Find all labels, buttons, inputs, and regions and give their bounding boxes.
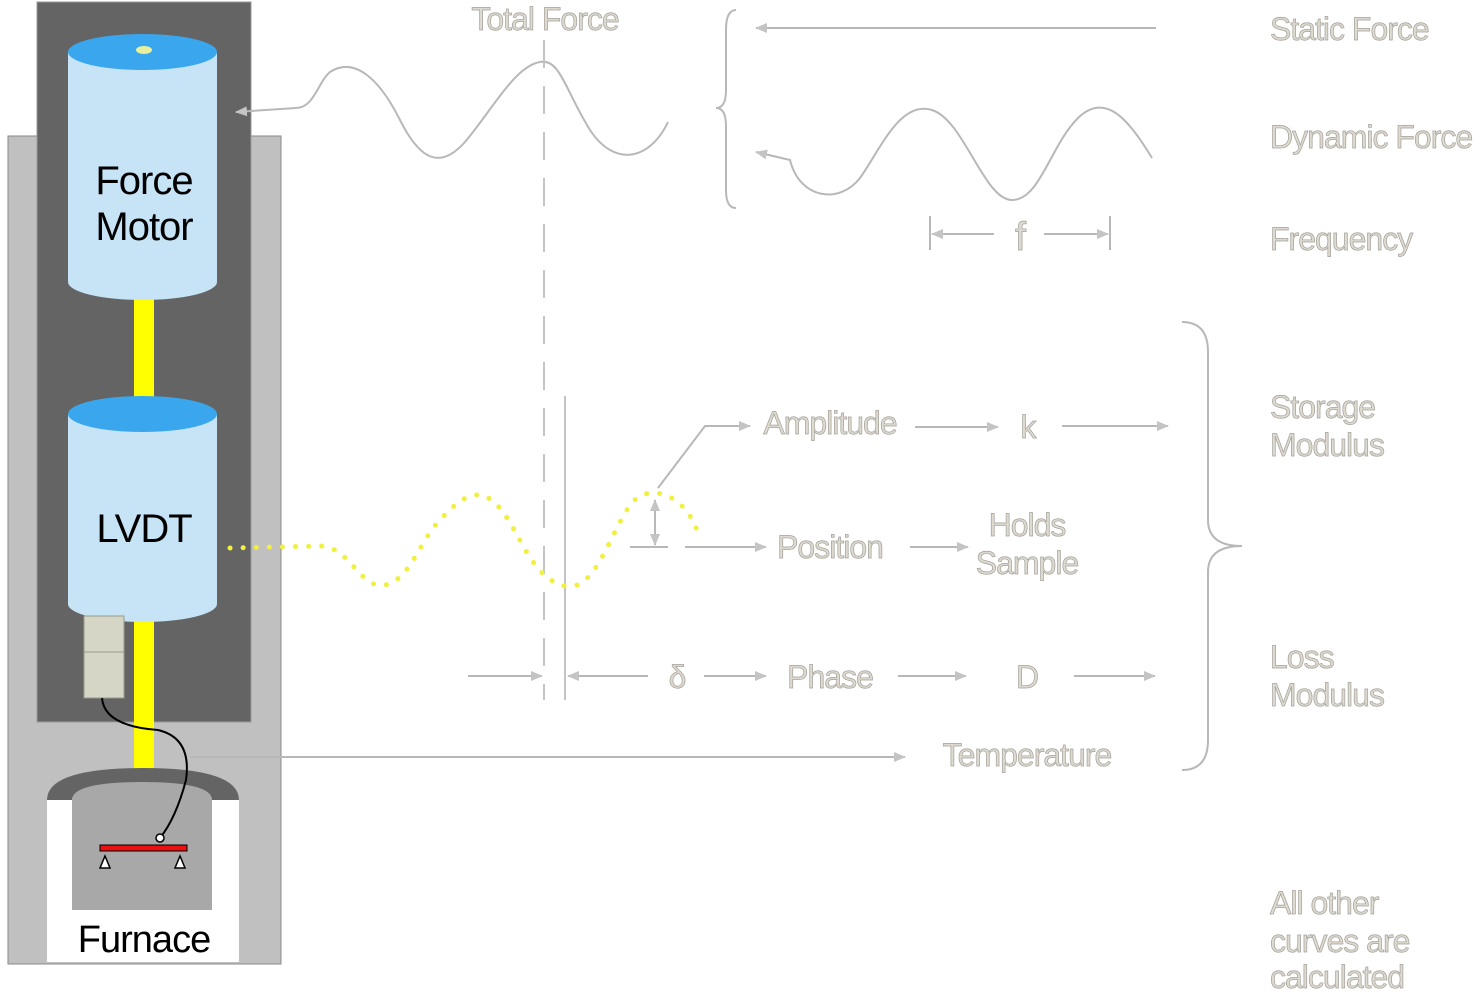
sample-bar: [99, 844, 188, 852]
total-force-wave: [235, 60, 669, 159]
holds-sample-line2: Sample: [976, 545, 1079, 581]
instrument: Force Motor LVDT Furnace: [7, 1, 282, 965]
thermocouple-wire: [101, 697, 188, 839]
thermocouple-tip: [155, 833, 165, 843]
furnace-label: Furnace: [78, 919, 210, 961]
sensor-box-upper: [83, 615, 125, 653]
frequency-symbol: f: [1015, 215, 1027, 259]
note-line3: calculated: [1270, 959, 1404, 994]
storage-modulus-line1: Storage: [1270, 389, 1375, 425]
loss-modulus-line2: Modulus: [1270, 677, 1384, 713]
force-motor: Force Motor: [68, 34, 217, 300]
position-label: Position: [777, 529, 883, 565]
force-motor-label-line2: Motor: [95, 205, 193, 249]
force-brace: [715, 9, 737, 209]
lvdt-label: LVDT: [96, 507, 192, 551]
loss-modulus-line1: Loss: [1270, 639, 1334, 675]
furnace: Furnace: [47, 768, 239, 962]
frequency-label: Frequency: [1270, 221, 1413, 257]
labels: Total Force Static Force Dynamic Force F…: [471, 1, 1474, 994]
amplitude-label: Amplitude: [763, 405, 897, 441]
sensor-box-lower: [83, 651, 125, 699]
total-force-label: Total Force: [471, 1, 618, 37]
holds-sample-line1: Holds: [989, 507, 1066, 543]
displacement-dotted-wave: [227, 490, 703, 589]
stiffness-label: k: [1021, 409, 1038, 445]
signal-flow: [190, 9, 1243, 771]
phase-label: Phase: [787, 659, 873, 695]
dynamic-force-label: Dynamic Force: [1270, 119, 1472, 155]
dynamic-force-wave: [755, 106, 1153, 202]
lvdt: LVDT: [68, 396, 217, 622]
storage-modulus-line2: Modulus: [1270, 427, 1384, 463]
temperature-label: Temperature: [943, 737, 1112, 773]
support-left: [98, 854, 112, 869]
support-right: [173, 854, 187, 869]
upper-drive-rod: [134, 296, 154, 410]
motor-top-dot: [136, 46, 152, 54]
moduli-brace: [1181, 321, 1243, 771]
force-motor-label-line1: Force: [95, 159, 192, 203]
delta-label: δ: [669, 659, 686, 695]
note-line1: All other: [1270, 885, 1380, 921]
damping-label: D: [1016, 659, 1038, 695]
note-line2: curves are: [1270, 923, 1410, 959]
static-force-label: Static Force: [1270, 11, 1429, 47]
amplitude-leader: [657, 421, 751, 489]
